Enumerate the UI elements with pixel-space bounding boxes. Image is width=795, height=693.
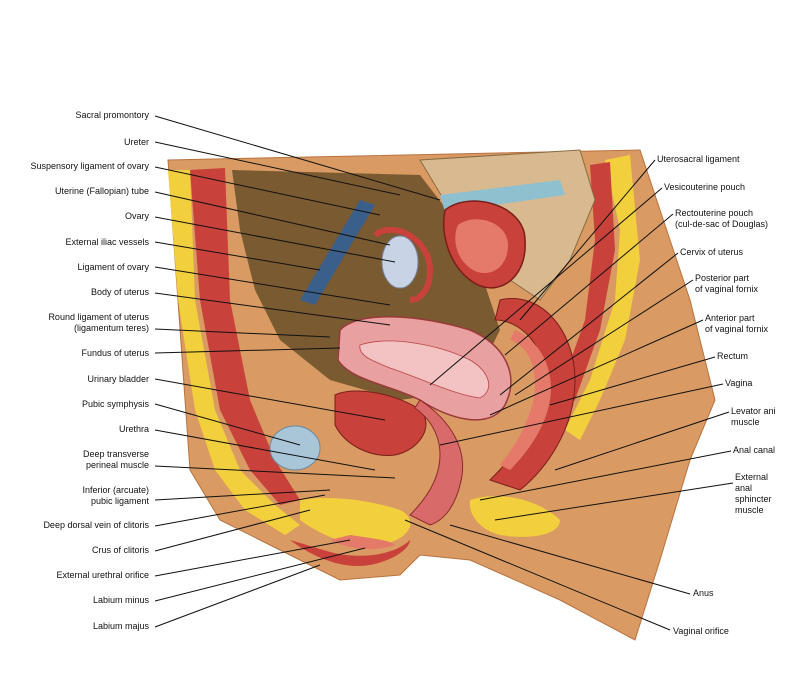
label-ovary: Ovary (124, 211, 149, 221)
label-anal-canal: Anal canal (733, 445, 776, 455)
pubic-symphysis (269, 425, 321, 471)
label-sacral-promontory: Sacral promontory (75, 110, 149, 120)
label-vesicouterine-pouch: Vesicouterine pouch (664, 182, 746, 192)
label-labium-minus: Labium minus (92, 595, 149, 605)
label-vaginal-orifice: Vaginal orifice (673, 626, 729, 636)
label-suspensory-ligament: Suspensory ligament of ovary (30, 161, 149, 171)
label-anus: Anus (693, 588, 714, 598)
label-rectum: Rectum (717, 351, 749, 361)
label-body-of-uterus: Body of uterus (90, 287, 149, 297)
label-cervix-of-uterus: Cervix of uterus (680, 247, 744, 257)
labium-majus (290, 540, 410, 566)
label-levator-ani: Levator ani muscle (731, 406, 776, 427)
label-urethra: Urethra (118, 424, 149, 434)
label-posterior-vaginal-fornix: Posterior part of vaginal fornix (695, 273, 759, 294)
label-pubic-symphysis: Pubic symphysis (81, 399, 149, 409)
label-ureter: Ureter (123, 137, 149, 147)
ovary (381, 235, 419, 289)
label-uterine-tube: Uterine (Fallopian) tube (54, 186, 149, 196)
label-uterosacral-ligament: Uterosacral ligament (657, 154, 740, 164)
label-urinary-bladder: Urinary bladder (87, 374, 149, 384)
perineal-fat (300, 498, 411, 546)
label-anterior-vaginal-fornix: Anterior part of vaginal fornix (705, 313, 769, 334)
label-external-iliac-vessels: External iliac vessels (65, 237, 149, 247)
label-inferior-pubic-ligament: Inferior (arcuate) pubic ligament (82, 485, 149, 506)
label-external-anal-sphincter: External anal sphincter muscle (735, 472, 772, 515)
label-labium-majus: Labium majus (92, 621, 149, 631)
label-crus-of-clitoris: Crus of clitoris (91, 545, 149, 555)
label-fundus-of-uterus: Fundus of uterus (81, 348, 149, 358)
label-ligament-of-ovary: Ligament of ovary (77, 262, 149, 272)
label-vagina: Vagina (725, 378, 753, 388)
label-deep-transverse-perineal: Deep transverse perineal muscle (82, 449, 149, 470)
label-deep-dorsal-vein: Deep dorsal vein of clitoris (43, 520, 149, 530)
label-rectouterine-pouch: Rectouterine pouch (cul-de-sac of Dougla… (675, 208, 769, 229)
label-round-ligament: Round ligament of uterus (ligamentum ter… (48, 312, 149, 333)
label-external-urethral-orifice: External urethral orifice (56, 570, 149, 580)
